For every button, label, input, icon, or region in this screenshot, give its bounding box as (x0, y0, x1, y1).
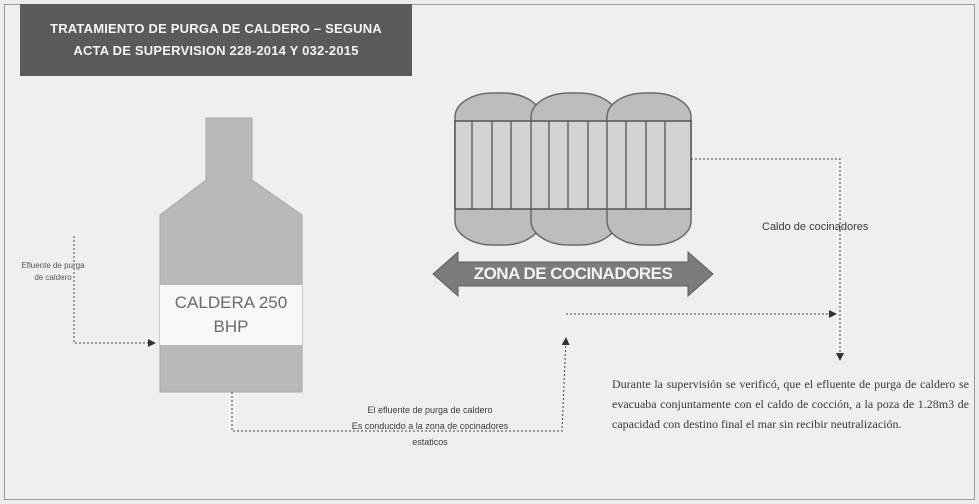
cooker-band (454, 120, 692, 210)
zone-double-arrow (432, 250, 714, 298)
caldo-flow-line (691, 158, 844, 361)
caldo-label: Caldo de cocinadores (762, 221, 869, 233)
flow-lines (73, 158, 844, 432)
boiler-vessel (159, 117, 303, 393)
inlet-flow-line (73, 236, 156, 347)
boiler-label-line-1: CALDERA 250 (174, 293, 288, 312)
zone-label: ZONA DE COCINADORES (473, 264, 673, 283)
title-banner: TRATAMIENTO DE PURGA DE CALDERO – SEGUNA… (20, 4, 412, 76)
effluent-label-line-3: estaticos (412, 437, 448, 447)
boiler-outlet-line (231, 337, 570, 432)
title-line-2: ACTA DE SUPERVISION 228-2014 Y 032-2015 (73, 43, 359, 58)
cookers-group (454, 92, 692, 246)
cooker-band-dividers (471, 121, 666, 209)
effluent-label-line-1: El efluente de purga de caldero (367, 405, 493, 415)
boiler-label-line-2: BHP (213, 317, 249, 336)
inlet-label: Efluente de purga de caldero (21, 261, 85, 282)
effluent-label-line-2: Es conducido a la zona de cocinadores (351, 421, 509, 431)
boiler-label: CALDERA 250 BHP (160, 285, 302, 345)
effluent-label: El efluente de purga de caldero Es condu… (300, 402, 560, 450)
supervision-note: Durante la supervisión se verificó, que … (612, 377, 969, 431)
title-line-1: TRATAMIENTO DE PURGA DE CALDERO – SEGUNA (50, 21, 382, 36)
